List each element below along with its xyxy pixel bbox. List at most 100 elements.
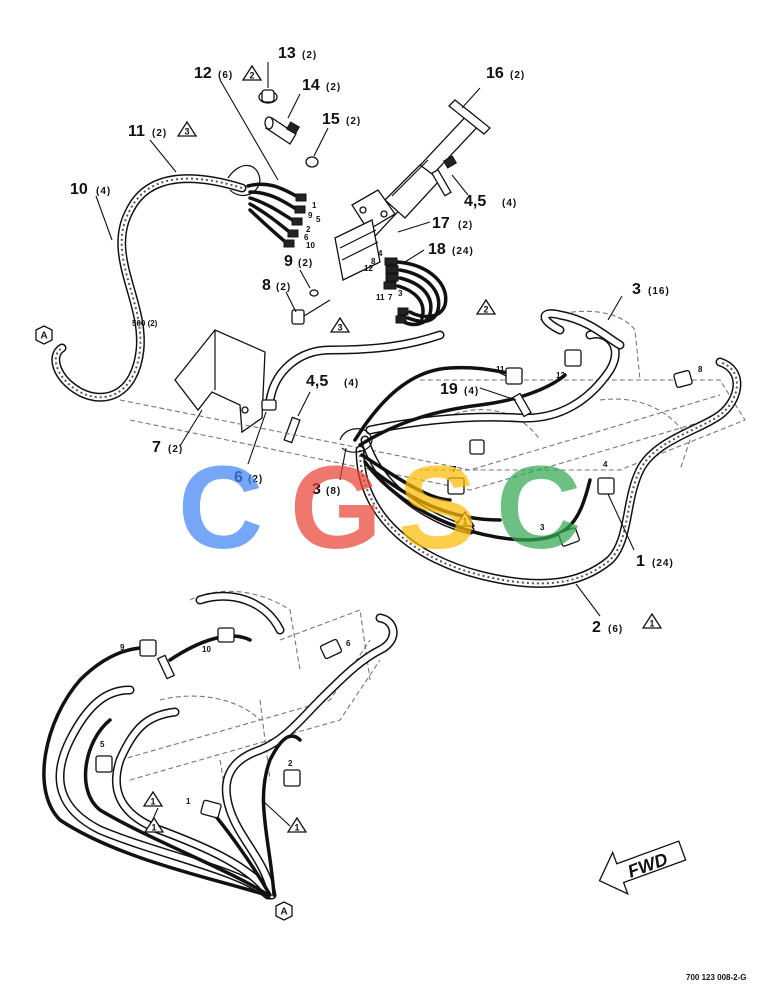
frame-lower <box>119 590 381 821</box>
svg-text:1: 1 <box>636 553 645 570</box>
svg-text:8: 8 <box>262 277 271 294</box>
fwd-arrow: FWD <box>598 840 687 896</box>
svg-text:(6): (6) <box>608 624 623 635</box>
svg-text:16: 16 <box>486 65 504 82</box>
bolt-4-5-lower <box>283 416 301 444</box>
svg-text:3: 3 <box>398 289 403 298</box>
svg-text:(4): (4) <box>344 378 359 389</box>
hose-3-upper <box>265 330 445 405</box>
svg-text:10: 10 <box>70 181 88 198</box>
hex-marker-upper: A <box>35 325 53 345</box>
svg-text:6: 6 <box>304 233 309 242</box>
svg-text:12: 12 <box>556 371 565 380</box>
svg-text:(2): (2) <box>168 444 183 455</box>
svg-text:A: A <box>41 331 48 342</box>
svg-text:9: 9 <box>120 643 125 652</box>
watermark: C G S C <box>178 442 581 574</box>
svg-text:(2): (2) <box>510 70 525 81</box>
svg-text:17: 17 <box>432 215 450 232</box>
callout-2: 2 (6) <box>592 619 623 636</box>
fwd-label: FWD <box>625 849 670 882</box>
harness-2-lower <box>55 591 398 900</box>
svg-text:(8): (8) <box>326 486 341 497</box>
note-triangle: 1 <box>143 816 165 833</box>
note-triangle: 1 <box>454 510 476 527</box>
svg-text:2: 2 <box>306 225 311 234</box>
svg-text:2: 2 <box>592 619 601 636</box>
svg-text:(2): (2) <box>346 116 361 127</box>
frame-upper <box>119 310 746 491</box>
callout-4-5-upper: 4,5 (4) <box>464 193 516 210</box>
svg-text:(24): (24) <box>652 558 674 569</box>
fittings-18 <box>383 257 409 324</box>
note-triangle: 3 <box>329 316 351 333</box>
note-triangle: 2 <box>475 298 497 315</box>
svg-text:1: 1 <box>186 797 191 806</box>
svg-text:3: 3 <box>338 323 343 333</box>
callout-12: 12 (6) <box>194 65 232 82</box>
svg-text:(2): (2) <box>326 82 341 93</box>
svg-text:14: 14 <box>302 77 320 94</box>
svg-text:13: 13 <box>278 45 296 62</box>
svg-text:3: 3 <box>185 127 190 137</box>
bolt-4-5-upper <box>431 155 458 197</box>
note-triangle: 1 <box>286 816 308 833</box>
svg-text:(4): (4) <box>464 386 479 397</box>
svg-text:(2): (2) <box>276 282 291 293</box>
svg-text:(16): (16) <box>648 286 670 297</box>
callout-4-5-lower: 4,5 (4) <box>306 373 359 390</box>
callout-13: 13 (2) <box>278 45 316 62</box>
svg-text:4,5: 4,5 <box>464 193 486 210</box>
fitting-14 <box>264 116 301 145</box>
svg-text:1: 1 <box>463 517 468 527</box>
clamp-11 <box>227 164 261 197</box>
watermark-letter-s: S <box>398 442 477 574</box>
svg-text:4: 4 <box>378 249 383 258</box>
svg-text:8: 8 <box>371 257 376 266</box>
port-numbers-right: 4 8 12 11 7 3 <box>364 249 403 302</box>
svg-text:9: 9 <box>308 211 313 220</box>
svg-text:1: 1 <box>151 797 156 807</box>
callout-18: 18 (24) <box>428 241 474 258</box>
hose-length-label: 500 (2) <box>132 319 158 328</box>
svg-text:12: 12 <box>194 65 212 82</box>
manifold-block <box>334 219 381 281</box>
washer-9 <box>309 289 319 297</box>
callout-11: 11 (2) <box>128 123 166 140</box>
svg-text:7: 7 <box>388 293 393 302</box>
fittings-12 <box>283 193 307 248</box>
svg-text:1: 1 <box>312 201 317 210</box>
clamp-3-middle <box>339 428 373 453</box>
svg-text:2: 2 <box>288 759 293 768</box>
svg-text:(24): (24) <box>452 246 474 257</box>
harness-labels-lower: 9 10 6 5 2 1 <box>100 639 351 806</box>
svg-text:10: 10 <box>202 645 211 654</box>
svg-text:3: 3 <box>632 281 641 298</box>
cap-13 <box>258 89 278 104</box>
cables-upper <box>353 365 592 542</box>
svg-text:(2): (2) <box>248 474 263 485</box>
note-triangle: 2 <box>241 64 263 81</box>
svg-text:5: 5 <box>316 215 321 224</box>
watermark-letter-c1: C <box>178 442 263 574</box>
svg-text:6: 6 <box>346 639 351 648</box>
svg-text:11: 11 <box>496 365 505 374</box>
svg-text:5: 5 <box>100 740 105 749</box>
watermark-letter-g: G <box>290 442 382 574</box>
callout-16: 16 (2) <box>486 65 525 82</box>
svg-text:4,5: 4,5 <box>306 373 328 390</box>
svg-text:7: 7 <box>452 465 457 474</box>
port-numbers-top: 1 9 5 2 6 10 <box>304 201 321 250</box>
cable-bundle-18 <box>396 260 448 327</box>
sensor-lower <box>156 654 176 680</box>
harness-labels-upper: 11 12 8 7 3 4 <box>452 365 703 532</box>
bracket-7 <box>174 329 266 434</box>
svg-text:(4): (4) <box>96 186 111 197</box>
note-triangle: 1 <box>142 790 164 807</box>
svg-text:1: 1 <box>295 823 300 833</box>
valves-lower <box>95 627 343 819</box>
callout-15: 15 (2) <box>322 111 361 128</box>
oring-15 <box>305 156 319 168</box>
callout-19: 19 (4) <box>440 381 479 398</box>
